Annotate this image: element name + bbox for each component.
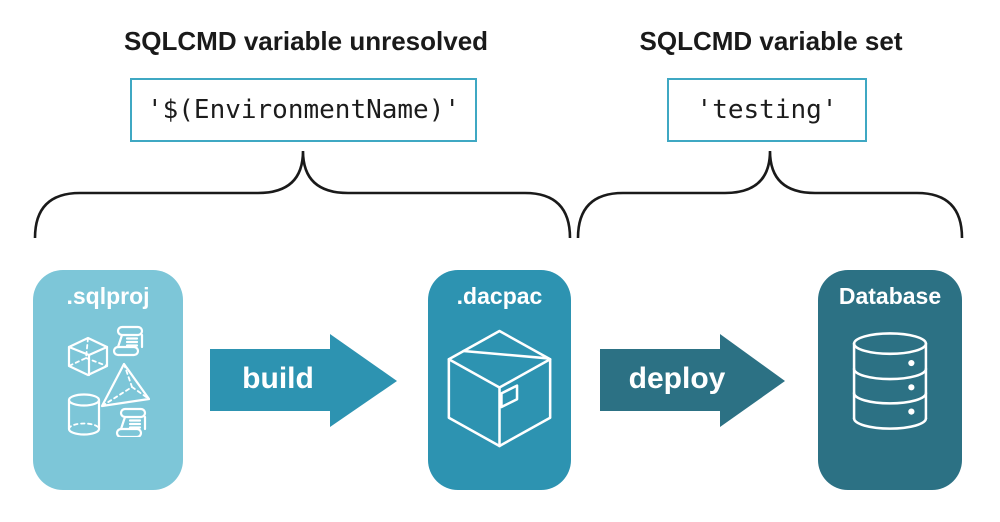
node-database-label: Database bbox=[838, 283, 942, 309]
node-dacpac: .dacpac bbox=[428, 270, 571, 490]
deploy-arrow-label: deploy bbox=[628, 362, 726, 395]
code-text-environment-name: '$(EnvironmentName)' bbox=[146, 95, 461, 125]
build-arrow-label: build bbox=[242, 362, 314, 395]
code-box-testing: 'testing' bbox=[667, 78, 867, 142]
code-box-environment-name: '$(EnvironmentName)' bbox=[130, 78, 477, 142]
node-database: Database bbox=[818, 270, 962, 490]
heading-sqlcmd-unresolved: SQLCMD variable unresolved bbox=[123, 26, 489, 56]
package-icon bbox=[447, 329, 552, 448]
build-arrow-icon bbox=[210, 334, 397, 427]
code-text-testing: 'testing' bbox=[696, 95, 838, 125]
sql-objects-icon bbox=[67, 325, 150, 437]
heading-sqlcmd-set: SQLCMD variable set bbox=[639, 26, 903, 56]
deploy-arrow-icon bbox=[600, 334, 785, 427]
brace-right-icon bbox=[576, 150, 964, 239]
node-sqlproj: .sqlproj bbox=[33, 270, 183, 490]
database-icon bbox=[852, 332, 928, 430]
brace-left-icon bbox=[33, 150, 572, 239]
node-sqlproj-label: .sqlproj bbox=[66, 283, 150, 309]
node-dacpac-label: .dacpac bbox=[456, 283, 543, 309]
